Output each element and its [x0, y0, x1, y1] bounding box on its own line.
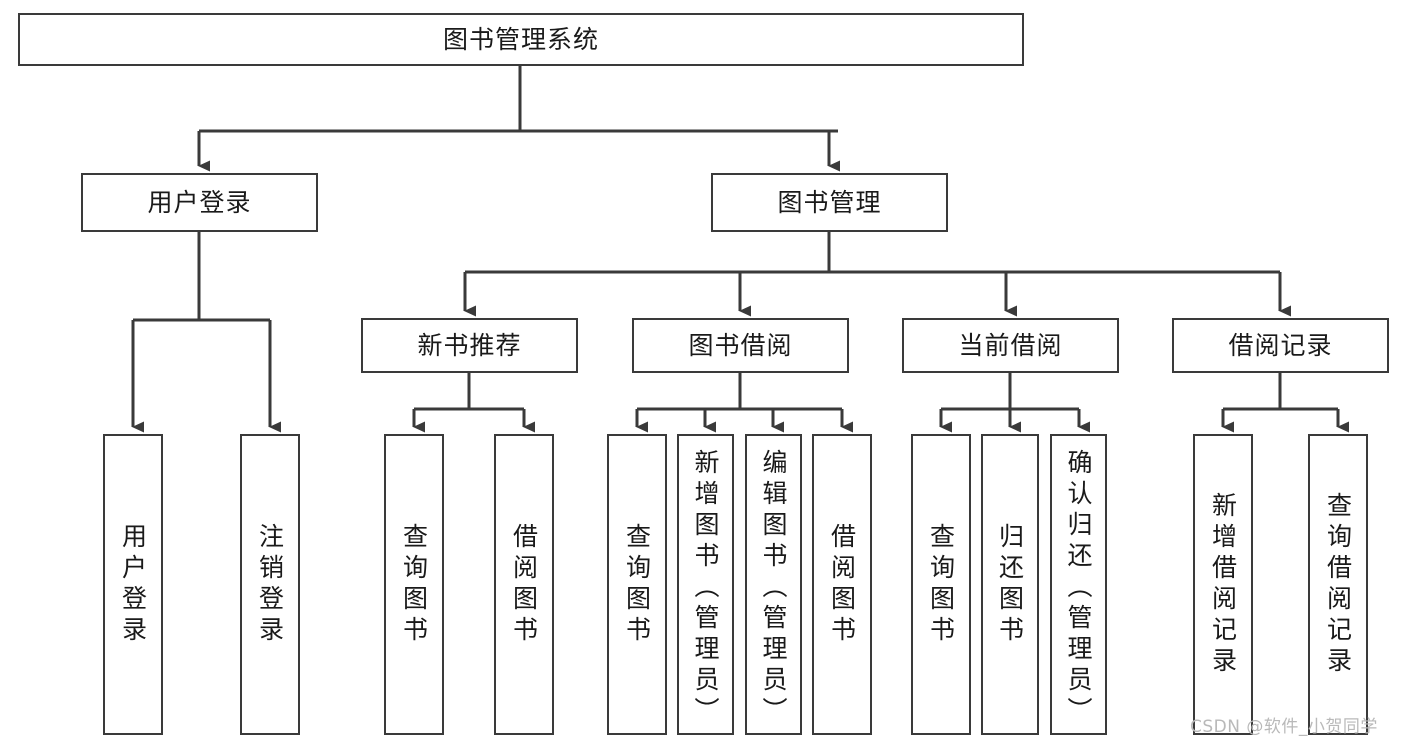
node-current-borrow[interactable]: 当前借阅 — [902, 318, 1119, 373]
node-leaf-query-book-2[interactable]: 查询图书 — [607, 434, 667, 735]
node-leaf-borrow-book-2[interactable]: 借阅图书 — [812, 434, 872, 735]
node-leaf-user-logout[interactable]: 注销登录 — [240, 434, 300, 735]
watermark: CSDN @软件_小贺同学 — [1190, 717, 1378, 737]
node-user-login-label: 用户登录 — [147, 187, 252, 217]
node-leaf-return-book[interactable]: 归还图书 — [981, 434, 1039, 735]
node-leaf-user-login-label: 用户登录 — [118, 522, 148, 647]
node-book-borrow-label: 图书借阅 — [688, 330, 793, 360]
node-leaf-borrow-book-2-label: 借阅图书 — [827, 522, 857, 647]
node-leaf-add-book-label: 新增图书（管理员） — [691, 448, 720, 728]
node-leaf-add-record[interactable]: 新增借阅记录 — [1193, 434, 1253, 735]
node-borrow-record-label: 借阅记录 — [1228, 330, 1333, 360]
node-leaf-query-book-3[interactable]: 查询图书 — [911, 434, 971, 735]
node-leaf-user-logout-label: 注销登录 — [255, 522, 285, 647]
node-root-label: 图书管理系统 — [442, 24, 599, 54]
node-book-borrow[interactable]: 图书借阅 — [632, 318, 849, 373]
node-leaf-query-record-label: 查询借阅记录 — [1323, 491, 1353, 678]
node-leaf-query-book-2-label: 查询图书 — [622, 522, 652, 647]
node-leaf-query-book-1-label: 查询图书 — [399, 522, 429, 647]
node-borrow-record[interactable]: 借阅记录 — [1172, 318, 1389, 373]
node-current-borrow-label: 当前借阅 — [958, 330, 1063, 360]
node-leaf-add-record-label: 新增借阅记录 — [1208, 491, 1238, 678]
node-leaf-query-book-1[interactable]: 查询图书 — [384, 434, 444, 735]
node-leaf-confirm-return-label: 确认归还（管理员） — [1064, 448, 1093, 728]
node-leaf-edit-book[interactable]: 编辑图书（管理员） — [745, 434, 802, 735]
node-leaf-return-book-label: 归还图书 — [995, 522, 1025, 647]
node-leaf-query-record[interactable]: 查询借阅记录 — [1308, 434, 1368, 735]
node-leaf-user-login[interactable]: 用户登录 — [103, 434, 163, 735]
node-book-manage-label: 图书管理 — [777, 187, 882, 217]
node-leaf-borrow-book-1-label: 借阅图书 — [509, 522, 539, 647]
node-leaf-confirm-return[interactable]: 确认归还（管理员） — [1050, 434, 1107, 735]
node-book-manage[interactable]: 图书管理 — [711, 173, 948, 232]
node-new-book-rec-label: 新书推荐 — [417, 330, 522, 360]
node-leaf-query-book-3-label: 查询图书 — [926, 522, 956, 647]
node-leaf-borrow-book-1[interactable]: 借阅图书 — [494, 434, 554, 735]
node-user-login[interactable]: 用户登录 — [81, 173, 318, 232]
node-leaf-edit-book-label: 编辑图书（管理员） — [759, 448, 788, 728]
node-new-book-rec[interactable]: 新书推荐 — [361, 318, 578, 373]
node-root[interactable]: 图书管理系统 — [18, 13, 1024, 66]
node-leaf-add-book[interactable]: 新增图书（管理员） — [677, 434, 734, 735]
